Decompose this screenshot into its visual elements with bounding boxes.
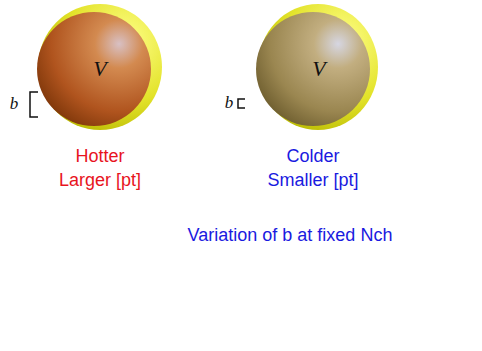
temperature-label: Hotter: [75, 147, 124, 167]
bracket: [238, 99, 245, 108]
sphere-fill: [256, 12, 370, 126]
volume-label: V: [312, 56, 325, 82]
caption: Variation of b at fixed Nch: [188, 226, 393, 246]
outer-sphere: [38, 4, 162, 130]
impact-parameter: b: [10, 95, 19, 114]
inner-sphere: V: [37, 12, 151, 126]
bracket: [30, 92, 38, 117]
temperature-label: Colder: [286, 147, 339, 167]
volume-label: V: [93, 56, 106, 82]
momentum-label: Smaller [pt]: [267, 171, 358, 191]
sphere-fill: [37, 12, 151, 126]
momentum-label: Larger [pt]: [59, 171, 141, 191]
impact-parameter: b: [225, 94, 234, 113]
inner-sphere: V: [256, 12, 370, 126]
